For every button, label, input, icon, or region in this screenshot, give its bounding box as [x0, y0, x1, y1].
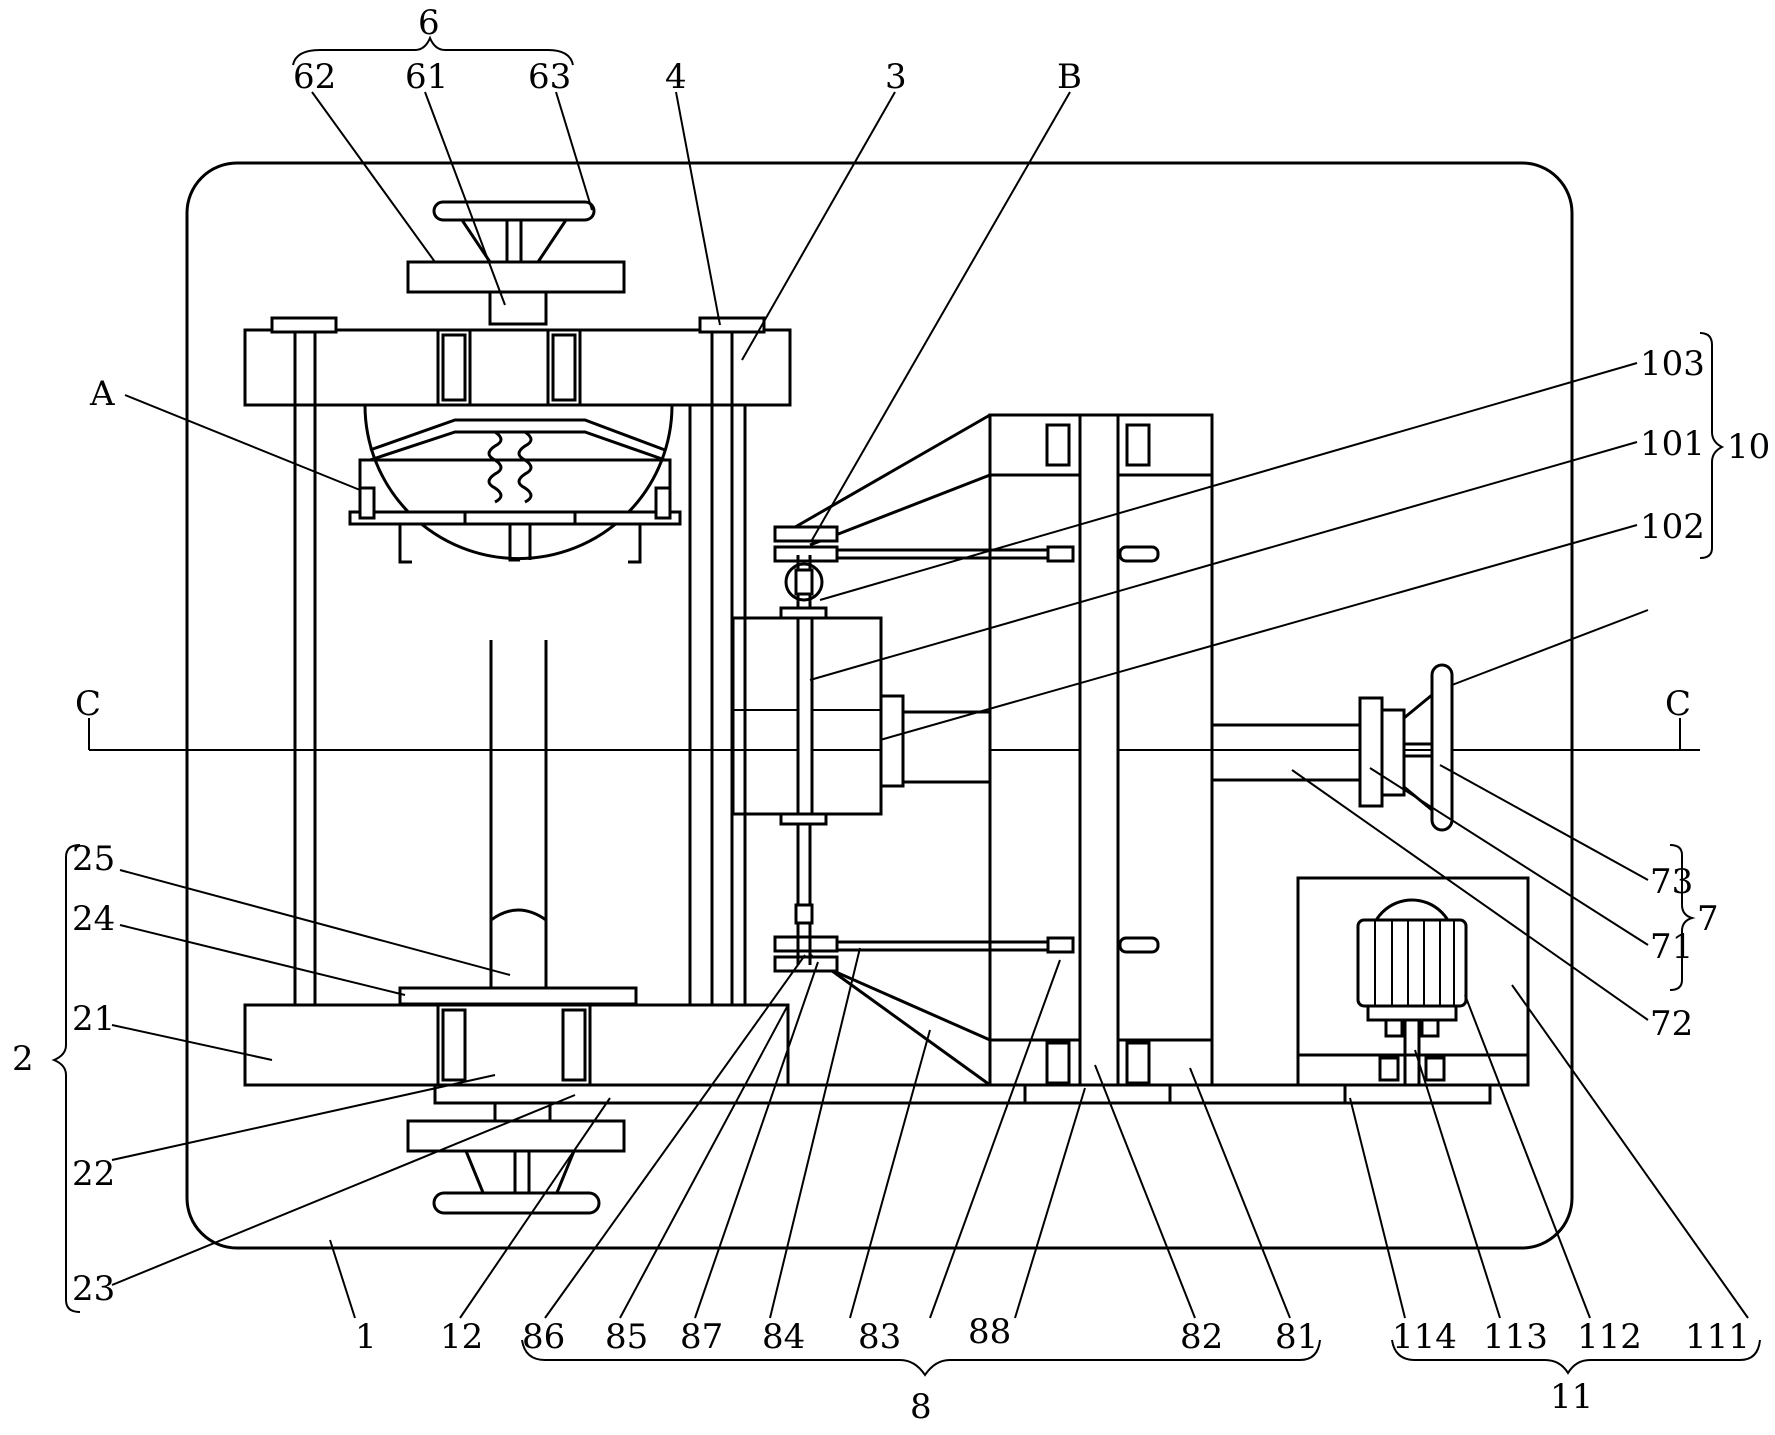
grinding-assembly	[731, 555, 992, 965]
label-111: 111	[1685, 1317, 1750, 1357]
label-4: 4	[665, 57, 687, 97]
label-24: 24	[72, 899, 115, 939]
motor-assembly	[1296, 876, 1530, 1087]
label-11: 11	[1550, 1377, 1593, 1417]
label-103: 103	[1640, 344, 1705, 384]
label-c-right: C	[1665, 684, 1691, 724]
label-12: 12	[440, 1317, 483, 1357]
label-73: 73	[1650, 862, 1693, 902]
label-b: B	[1057, 57, 1082, 97]
label-21: 21	[72, 999, 115, 1039]
label-82: 82	[1180, 1317, 1223, 1357]
central-screw	[489, 640, 548, 990]
label-63: 63	[528, 57, 571, 97]
label-25: 25	[72, 839, 115, 879]
label-86: 86	[522, 1317, 565, 1357]
label-112: 112	[1577, 1317, 1642, 1357]
label-71: 71	[1650, 927, 1693, 967]
label-61: 61	[405, 57, 448, 97]
label-72: 72	[1650, 1004, 1693, 1044]
label-81: 81	[1275, 1317, 1318, 1357]
label-101: 101	[1640, 424, 1705, 464]
label-85: 85	[605, 1317, 648, 1357]
base-plate	[433, 1083, 1492, 1105]
leader-lines	[111, 91, 1749, 1319]
label-22: 22	[72, 1154, 115, 1194]
top-crossbeam	[243, 316, 792, 407]
label-23: 23	[72, 1269, 115, 1309]
label-102: 102	[1640, 507, 1705, 547]
part-labels: 6 62 61 63 4 3 B 103 101 102 10 A C C 25…	[12, 3, 1770, 1427]
label-84: 84	[762, 1317, 805, 1357]
label-2: 2	[12, 1039, 34, 1079]
label-1: 1	[355, 1317, 377, 1357]
label-87: 87	[680, 1317, 723, 1357]
group-braces	[51, 35, 1761, 1377]
label-3: 3	[885, 57, 907, 97]
label-10: 10	[1727, 427, 1770, 467]
label-6: 6	[418, 3, 440, 43]
top-handwheel-assembly	[406, 200, 626, 326]
label-c-left: C	[75, 684, 101, 724]
label-83: 83	[858, 1317, 901, 1357]
label-113: 113	[1483, 1317, 1548, 1357]
label-62: 62	[293, 57, 336, 97]
detail-circle-a	[348, 404, 682, 564]
main-housing	[185, 161, 1574, 1250]
label-114: 114	[1392, 1317, 1457, 1357]
label-7: 7	[1697, 899, 1719, 939]
bottom-handwheel-assembly	[406, 1101, 626, 1215]
label-a: A	[89, 374, 115, 414]
label-88: 88	[968, 1312, 1011, 1352]
connecting-rods	[773, 525, 1160, 973]
label-8: 8	[910, 1387, 932, 1427]
right-handwheel-assembly	[1212, 663, 1454, 832]
